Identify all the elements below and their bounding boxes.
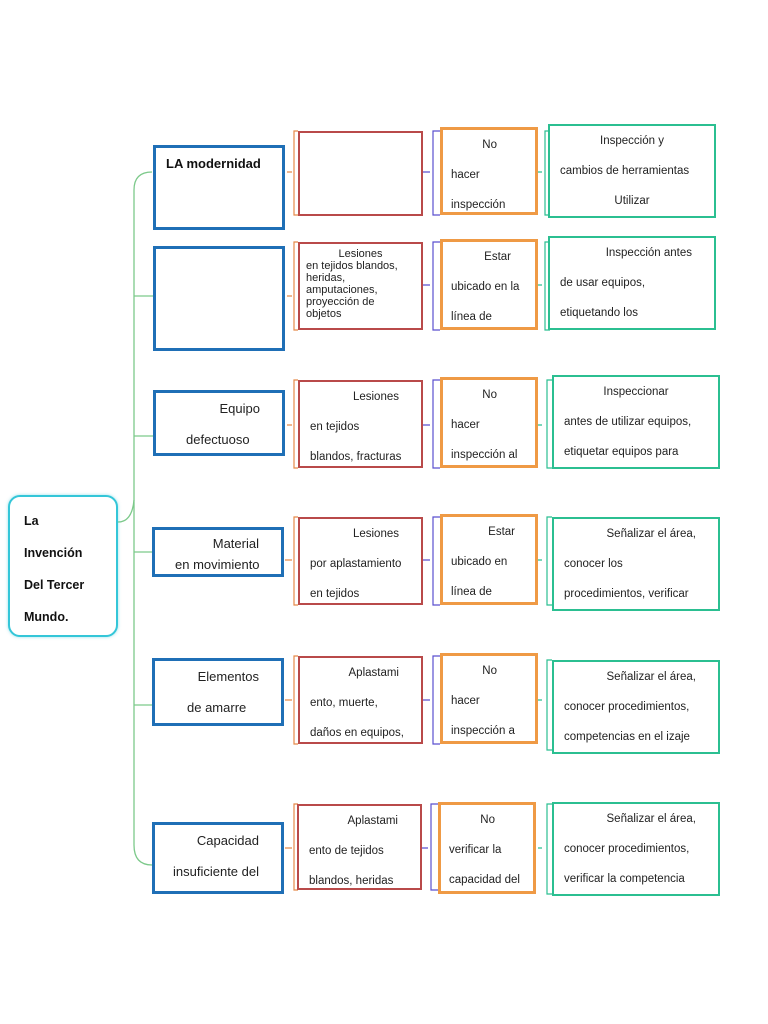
cause-4-line-2: en movimiento — [175, 557, 260, 572]
effect-4-line-2: por aplastamiento — [310, 558, 402, 570]
cause-node-4: Material en movimiento — [152, 527, 284, 577]
action-6-line-1: No — [480, 814, 495, 826]
action-5-line-3: inspección a — [451, 725, 515, 737]
action-1-line-2: hacer — [451, 169, 480, 181]
action-4-line-2: ubicado en — [451, 556, 508, 568]
cause-node-6: Capacidad insuficiente del — [152, 822, 284, 894]
action-node-1: No hacer inspección — [440, 127, 538, 215]
control-node-3: Inspeccionar antes de utilizar equipos, … — [552, 375, 720, 469]
control-node-4: Señalizar el área, conocer los procedimi… — [552, 517, 720, 611]
control-node-5: Señalizar el área, conocer procedimiento… — [552, 660, 720, 754]
effect-node-5: Aplastami ento, muerte, daños en equipos… — [298, 656, 423, 744]
cause-3-line-2: defectuoso — [186, 432, 250, 447]
cause-node-2 — [153, 246, 285, 351]
control-1-line-3: Utilizar — [614, 195, 650, 207]
action-5-line-2: hacer — [451, 695, 480, 707]
control-1-line-1: Inspección y — [600, 135, 664, 147]
action-3-line-3: inspección al — [451, 449, 518, 461]
effect-4-line-3: en tejidos — [310, 588, 360, 600]
effect-6-line-1: Aplastami — [347, 815, 399, 827]
control-4-line-3: procedimientos, verificar — [564, 588, 689, 600]
cause-5-line-1: Elementos — [197, 669, 259, 684]
cause-node-3: Equipo defectuoso — [153, 390, 285, 456]
effect-node-2: Lesiones en tejidos blandos, heridas, am… — [298, 242, 423, 330]
effect-6-line-2: ento de tejidos — [309, 845, 384, 857]
action-2-line-3: línea de — [451, 311, 492, 323]
root-line-2: Invención — [24, 546, 83, 560]
action-6-line-3: capacidad del — [449, 874, 520, 886]
control-3-line-3: etiquetar equipos para — [564, 446, 679, 458]
effect-2-line-3: heridas, — [306, 272, 346, 285]
effect-4-line-1: Lesiones — [352, 528, 399, 540]
effect-3-line-1: Lesiones — [352, 391, 399, 403]
root-node: La Invención Del Tercer Mundo. — [8, 495, 118, 637]
control-node-1: Inspección y cambios de herramientas Uti… — [548, 124, 716, 218]
root-connector-bottom — [133, 500, 153, 866]
action-5-line-1: No — [482, 665, 497, 677]
control-2-line-2: de usar equipos, — [560, 277, 646, 289]
cause-node-5: Elementos de amarre — [152, 658, 284, 726]
effect-5-line-2: ento, muerte, — [310, 697, 378, 709]
action-2-line-2: ubicado en la — [451, 281, 520, 293]
cause-6-line-2: insuficiente del — [173, 864, 259, 879]
effect-2-line-1: Lesiones — [338, 248, 383, 260]
control-6-line-3: verificar la competencia — [564, 873, 685, 885]
action-3-line-1: No — [482, 389, 497, 401]
cause-6-line-1: Capacidad — [196, 833, 259, 848]
control-2-line-3: etiquetando los — [560, 307, 639, 319]
action-4-line-3: línea de — [451, 586, 492, 598]
effect-6-line-3: blandos, heridas — [309, 875, 394, 887]
control-3-line-1: Inspeccionar — [603, 386, 669, 398]
root-connector — [117, 171, 153, 523]
action-1-line-1: No — [482, 139, 497, 151]
control-2-line-1: Inspección antes — [605, 247, 692, 259]
control-6-line-2: conocer procedimientos, — [564, 843, 690, 855]
control-4-line-1: Señalizar el área, — [606, 528, 697, 540]
action-2-line-1: Estar — [484, 251, 511, 263]
root-line-3: Del Tercer — [24, 578, 85, 592]
effect-2-line-4: amputaciones, — [306, 284, 378, 297]
effect-3-line-2: en tejidos — [310, 421, 360, 433]
cause-effect-brackets — [285, 130, 298, 891]
control-6-line-1: Señalizar el área, — [606, 813, 697, 825]
effect-2-line-5: proyección de — [306, 296, 375, 309]
action-1-line-3: inspección — [451, 199, 506, 211]
control-node-2: Inspección antes de usar equipos, etique… — [548, 236, 716, 330]
action-node-4: Estar ubicado en línea de — [440, 514, 538, 605]
effect-2-line-6: objetos — [306, 308, 342, 321]
cause-1-line-1: LA modernidad — [166, 156, 261, 171]
control-5-line-2: conocer procedimientos, — [564, 701, 690, 713]
cause-4-line-1: Material — [212, 536, 259, 551]
control-4-line-2: conocer los — [564, 558, 623, 570]
control-3-line-2: antes de utilizar equipos, — [564, 416, 692, 428]
cause-3-line-1: Equipo — [219, 401, 260, 416]
control-1-line-2: cambios de herramientas — [560, 165, 690, 177]
control-5-line-3: competencias en el izaje — [564, 731, 690, 743]
action-node-2: Estar ubicado en la línea de — [440, 239, 538, 330]
control-node-6: Señalizar el área, conocer procedimiento… — [552, 802, 720, 896]
effect-node-1 — [298, 131, 423, 216]
effect-node-3: Lesiones en tejidos blandos, fracturas — [298, 380, 423, 468]
control-5-line-1: Señalizar el área, — [606, 671, 697, 683]
effect-node-6: Aplastami ento de tejidos blandos, herid… — [297, 804, 422, 890]
effect-action-brackets — [421, 130, 440, 891]
effect-node-4: Lesiones por aplastamiento en tejidos — [298, 517, 423, 605]
action-6-line-2: verificar la — [449, 844, 502, 856]
action-node-5: No hacer inspección a — [440, 653, 538, 744]
root-line-1: La — [24, 514, 39, 528]
action-node-6: No verificar la capacidad del — [438, 802, 536, 894]
effect-5-line-3: daños en equipos, — [310, 727, 404, 739]
cause-node-1: LA modernidad — [153, 145, 285, 230]
effect-3-line-3: blandos, fracturas — [310, 451, 402, 463]
action-4-line-1: Estar — [488, 526, 515, 538]
action-3-line-2: hacer — [451, 419, 480, 431]
action-node-3: No hacer inspección al — [440, 377, 538, 468]
cause-5-line-2: de amarre — [187, 700, 247, 715]
action-control-brackets — [538, 130, 552, 895]
effect-2-line-2: en tejidos blandos, — [306, 260, 398, 273]
root-line-4: Mundo. — [24, 610, 69, 624]
effect-5-line-1: Aplastami — [348, 667, 400, 679]
